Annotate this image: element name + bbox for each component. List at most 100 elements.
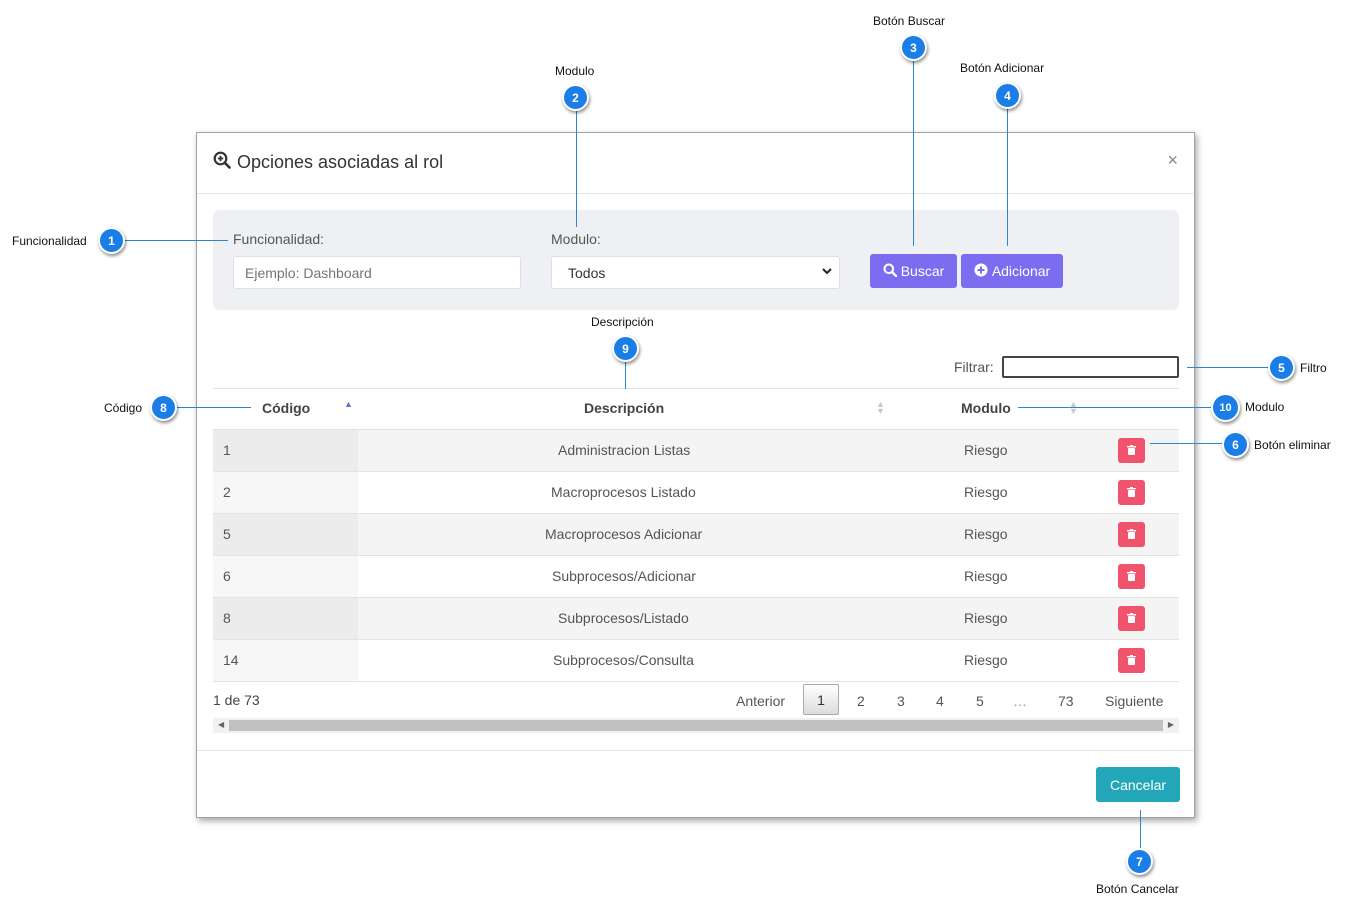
modal-header: Opciones asociadas al rol × [197, 133, 1194, 194]
descripcion-value: Subprocesos/Adicionar [552, 568, 696, 584]
callout-label: Botón eliminar [1254, 438, 1331, 452]
codigo-cell [213, 556, 358, 597]
callout-badge: 2 [562, 84, 589, 111]
callout-badge: 8 [150, 394, 177, 421]
buscar-button[interactable]: Buscar [870, 254, 957, 288]
modulo-value: Riesgo [964, 526, 1008, 542]
codigo-value: 8 [223, 610, 231, 626]
options-table: Código ▲ Descripción ▲▼ Modulo ▲▼ 1 Admi… [213, 388, 1179, 682]
table-row: 2 Macroprocesos Listado Riesgo [213, 472, 1179, 514]
scroll-left-icon[interactable]: ◀ [218, 720, 225, 729]
codigo-value: 6 [223, 568, 231, 584]
modulo-value: Riesgo [964, 652, 1008, 668]
adicionar-label: Adicionar [991, 263, 1051, 279]
scroll-right-icon[interactable]: ▶ [1167, 720, 1174, 729]
chevron-down-icon [821, 265, 833, 280]
callout-label: Botón Cancelar [1096, 882, 1179, 896]
callout-badge: 7 [1126, 848, 1153, 875]
codigo-cell [213, 514, 358, 555]
delete-button[interactable] [1118, 480, 1145, 505]
callout-line [625, 361, 626, 389]
cancel-button[interactable]: Cancelar [1096, 767, 1180, 802]
pagination-next[interactable]: Siguiente [1105, 693, 1164, 709]
codigo-cell [213, 598, 358, 639]
modulo-value: Riesgo [964, 568, 1008, 584]
callout-badge: 5 [1268, 354, 1295, 381]
modal-dialog: Opciones asociadas al rol × Funcionalida… [196, 132, 1195, 818]
callout-line [124, 240, 228, 241]
table-row: 1 Administracion Listas Riesgo [213, 430, 1179, 472]
zoom-in-icon [213, 151, 231, 174]
delete-button[interactable] [1118, 522, 1145, 547]
scrollbar-thumb[interactable] [229, 720, 1163, 731]
callout-badge: 6 [1222, 431, 1249, 458]
modulo-value: Riesgo [964, 610, 1008, 626]
pagination-page[interactable]: 5 [976, 693, 984, 709]
callout-label: Funcionalidad [12, 234, 87, 248]
sort-asc-icon[interactable]: ▲ [344, 399, 353, 409]
trash-icon [1127, 568, 1136, 586]
trash-icon [1127, 442, 1136, 460]
delete-button[interactable] [1118, 648, 1145, 673]
trash-icon [1127, 610, 1136, 628]
delete-button[interactable] [1118, 606, 1145, 631]
table-row: 8 Subprocesos/Listado Riesgo [213, 598, 1179, 640]
funcionalidad-input[interactable] [233, 256, 521, 289]
column-header-descripcion[interactable]: Descripción [584, 400, 665, 416]
callout-line [1018, 407, 1211, 408]
descripcion-value: Macroprocesos Listado [551, 484, 696, 500]
modulo-label: Modulo: [551, 231, 601, 247]
close-icon[interactable]: × [1167, 150, 1178, 170]
callout-label: Botón Adicionar [960, 61, 1045, 75]
table-header: Código ▲ Descripción ▲▼ Modulo ▲▼ [213, 388, 1179, 430]
trash-icon [1127, 526, 1136, 544]
callout-label: Filtro [1300, 361, 1327, 375]
modulo-select[interactable]: Todos [551, 256, 840, 289]
pagination-page-current[interactable]: 1 [803, 684, 839, 715]
callout-label: Descripción [591, 315, 654, 329]
codigo-value: 2 [223, 484, 231, 500]
pagination-page[interactable]: 2 [857, 693, 865, 709]
callout-line [176, 407, 251, 408]
pagination-previous[interactable]: Anterior [736, 693, 786, 709]
delete-button[interactable] [1118, 438, 1145, 463]
search-icon [883, 263, 897, 280]
column-header-modulo[interactable]: Modulo [961, 400, 1011, 416]
callout-badge: 4 [994, 82, 1021, 109]
callout-badge: 3 [900, 34, 927, 61]
modal-title-text: Opciones asociadas al rol [237, 152, 444, 172]
pagination-page[interactable]: 73 [1058, 693, 1074, 709]
horizontal-scrollbar[interactable]: ◀ ▶ [213, 718, 1179, 733]
trash-icon [1127, 652, 1136, 670]
callout-label: Modulo [555, 64, 595, 78]
modulo-value: Riesgo [964, 484, 1008, 500]
sort-icon[interactable]: ▲▼ [1069, 399, 1078, 416]
column-header-codigo[interactable]: Código [262, 400, 311, 416]
codigo-cell [213, 430, 358, 471]
filtrar-input[interactable] [1002, 356, 1179, 378]
descripcion-value: Subprocesos/Consulta [553, 652, 694, 668]
descripcion-value: Macroprocesos Adicionar [545, 526, 703, 542]
funcionalidad-label: Funcionalidad: [233, 231, 325, 247]
descripcion-value: Subprocesos/Listado [558, 610, 689, 626]
table-row: 6 Subprocesos/Adicionar Riesgo [213, 556, 1179, 598]
pagination-page[interactable]: 3 [897, 693, 905, 709]
delete-button[interactable] [1118, 564, 1145, 589]
callout-line [1007, 108, 1008, 246]
pagination-page[interactable]: 4 [936, 693, 944, 709]
callout-label: Modulo [1245, 400, 1285, 414]
sort-icon[interactable]: ▲▼ [876, 399, 885, 416]
plus-circle-icon [974, 263, 988, 280]
callout-line [1187, 367, 1268, 368]
table-row: 14 Subprocesos/Consulta Riesgo [213, 640, 1179, 682]
modal-title: Opciones asociadas al rol [213, 151, 443, 174]
modulo-value: Riesgo [964, 442, 1008, 458]
pagination-info: 1 de 73 [213, 692, 260, 708]
codigo-value: 14 [223, 652, 239, 668]
codigo-value: 5 [223, 526, 231, 542]
descripcion-value: Administracion Listas [558, 442, 691, 458]
codigo-value: 1 [223, 442, 231, 458]
pagination-ellipsis: … [1013, 693, 1027, 709]
adicionar-button[interactable]: Adicionar [961, 254, 1063, 288]
modulo-select-value: Todos [568, 265, 606, 281]
